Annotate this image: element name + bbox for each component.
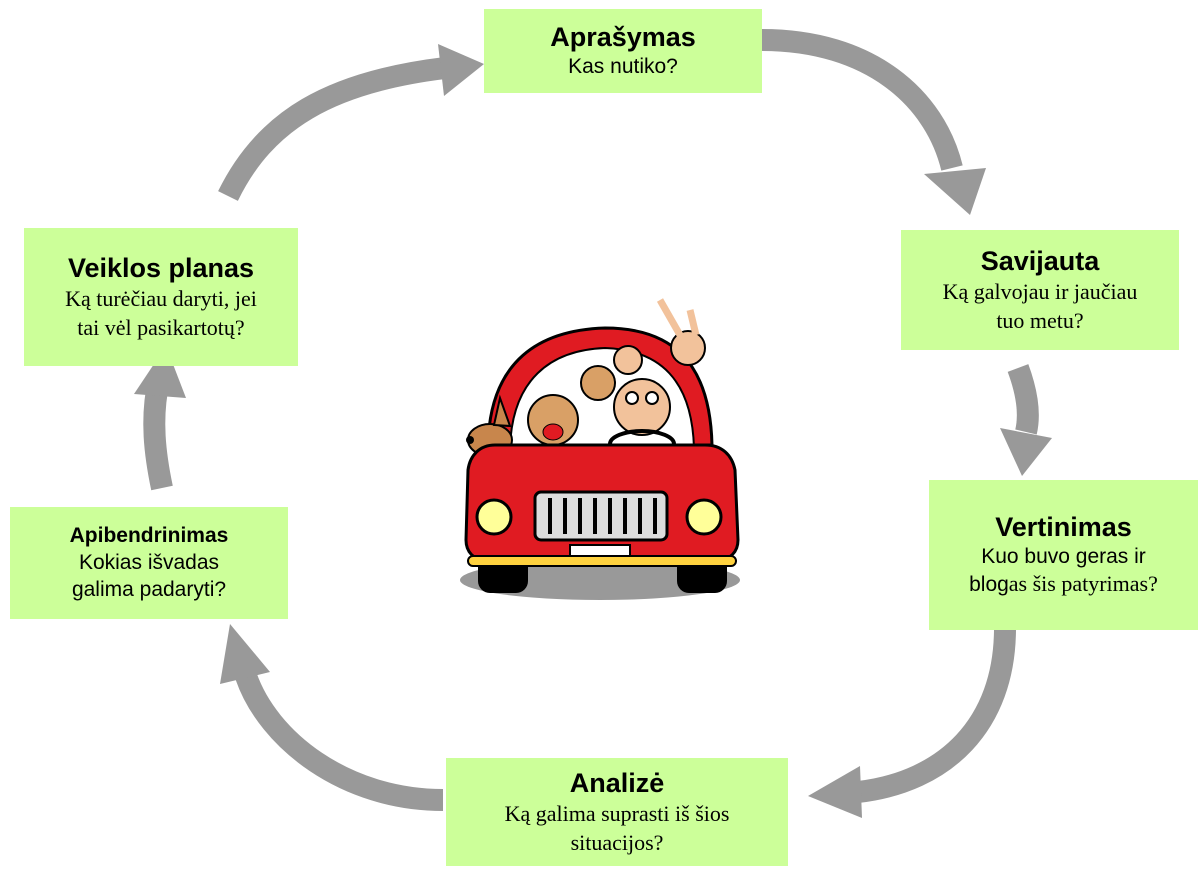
driver <box>613 378 671 436</box>
step-action-plan-question: Ką turėčiau daryti, jei tai vėl pasikart… <box>65 284 257 342</box>
step-analysis-title: Analizė <box>569 767 665 798</box>
step-analysis: Analizė Ką galima suprasti iš šios situa… <box>446 758 788 866</box>
step-feelings-question-line1: Ką galvojau ir jaučiau <box>942 278 1138 304</box>
step-evaluation-question-line2b: as šis patyrimas? <box>1008 571 1158 596</box>
arrow-describe-to-feelings <box>761 29 963 171</box>
driver-glasses <box>625 391 639 405</box>
step-describe-question: Kas nutiko? <box>568 55 678 78</box>
step-conclusion-title: Apibendrinimas <box>69 524 229 547</box>
step-action-plan-title: Veiklos planas <box>67 252 255 283</box>
arrow-analysis-to-conclusion <box>235 672 444 811</box>
dog-nose <box>466 436 474 444</box>
passenger-back <box>580 365 616 401</box>
step-feelings-question: Ką galvojau ir jaučiau tuo metu? <box>943 277 1138 335</box>
step-evaluation: Vertinimas Kuo buvo geras ir blogas šis … <box>929 480 1198 630</box>
step-evaluation-question-line1: Kuo buvo geras ir <box>981 545 1146 568</box>
step-feelings-title: Savijauta <box>980 245 1100 276</box>
arrow-feelings-to-evaluation <box>1007 364 1039 435</box>
step-action-plan-question-line1: Ką turėčiau daryti, jei <box>65 285 257 311</box>
step-conclusion: Apibendrinimas Kokias išvadas galima pad… <box>10 507 288 619</box>
car-shadow <box>460 560 740 600</box>
arrow-evaluation-to-analysis <box>856 627 1016 803</box>
bumper <box>467 555 737 567</box>
right-headlight <box>685 498 723 536</box>
step-analysis-question-line2: situacijos? <box>570 829 664 855</box>
car-illustration <box>460 298 740 600</box>
dog-ear <box>492 394 512 428</box>
step-evaluation-question-line2: blogas šis patyrimas? <box>969 570 1158 598</box>
driver-glasses-2 <box>645 391 659 405</box>
step-conclusion-question-line1: Kokias išvadas <box>78 551 220 574</box>
step-action-plan-question-line2: tai vėl pasikartotų? <box>77 314 245 340</box>
step-describe: Aprašymas Kas nutiko? <box>484 9 762 93</box>
arrow-plan-to-describe <box>218 57 447 201</box>
step-conclusion-question: Kokias išvadas galima padaryti? <box>72 549 226 603</box>
arrowhead-describe <box>438 44 484 96</box>
step-evaluation-question: Kuo buvo geras ir blogas šis patyrimas? <box>969 543 1158 598</box>
arrow-conclusion-to-plan <box>143 388 173 491</box>
passenger-left-mouth <box>542 423 564 441</box>
step-action-plan: Veiklos planas Ką turėčiau daryti, jei t… <box>24 228 298 366</box>
step-analysis-question-line1: Ką galima suprasti iš šios <box>504 800 730 826</box>
step-feelings: Savijauta Ką galvojau ir jaučiau tuo met… <box>901 230 1179 350</box>
grille <box>533 490 669 542</box>
step-describe-title: Aprašymas <box>550 22 696 52</box>
step-evaluation-title: Vertinimas <box>995 512 1132 542</box>
kid-arm <box>656 298 700 337</box>
step-conclusion-question-line2: galima padaryti? <box>71 578 227 601</box>
arrowhead-conclusion <box>220 624 270 684</box>
passenger-back-right <box>613 345 643 375</box>
step-evaluation-question-line2a: blog <box>969 573 1009 596</box>
arrowhead-evaluation <box>1000 428 1052 476</box>
arrowhead-feelings <box>924 168 986 215</box>
arrowhead-analysis <box>808 766 862 818</box>
left-headlight <box>475 498 513 536</box>
step-analysis-question: Ką galima suprasti iš šios situacijos? <box>505 799 730 857</box>
kid-waving <box>670 330 706 366</box>
arrowhead-plan <box>134 346 186 398</box>
step-feelings-question-line2: tuo metu? <box>996 307 1084 333</box>
